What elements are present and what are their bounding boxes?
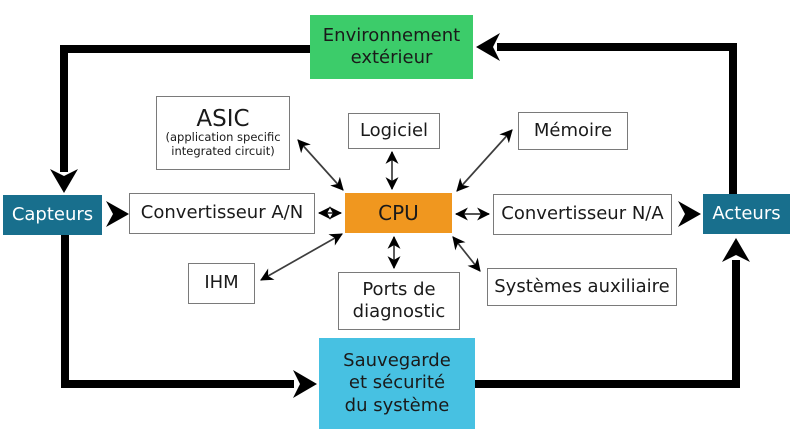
node-environnement-exterieur: Environnement extérieur [310, 15, 473, 79]
node-subtitle: (application specific integrated circuit… [165, 130, 281, 159]
node-label-line: Environnement [322, 24, 461, 46]
node-capteurs: Capteurs [3, 195, 102, 235]
node-acteurs: Acteurs [703, 194, 790, 234]
arrow-capteurs-to-sauvegarde [61, 235, 317, 398]
node-label-line: Sauvegarde [343, 349, 451, 371]
node-label: Mémoire [533, 119, 613, 141]
node-label-line: Ports de [362, 278, 436, 300]
node-label: Logiciel [359, 119, 429, 141]
node-label: Convertisseur A/N [140, 202, 304, 224]
node-logiciel: Logiciel [348, 113, 440, 149]
node-label-line: diagnostic [352, 301, 446, 322]
node-convertisseur-an: Convertisseur A/N [129, 193, 315, 234]
chevron-capteurs-to-convertisseur-an [106, 201, 129, 227]
node-label: Capteurs [11, 203, 94, 225]
node-ports-diagnostic: Ports de diagnostic [338, 272, 460, 330]
node-label: CPU [378, 200, 419, 225]
arrow-cpu-memoire [456, 129, 513, 192]
node-ihm: IHM [188, 263, 255, 304]
node-systemes-auxiliaire: Systèmes auxiliaire [487, 268, 677, 306]
node-label: Acteurs [712, 202, 781, 224]
node-label-line: du système [344, 394, 450, 416]
arrow-cpu-asic [297, 139, 344, 191]
node-memoire: Mémoire [518, 112, 628, 150]
node-cpu: CPU [345, 193, 452, 233]
node-title: ASIC [196, 106, 250, 133]
arrow-cpu-ihm [260, 233, 343, 281]
node-label-line: extérieur [350, 47, 433, 68]
arrow-sauvegarde-to-acteurs [475, 238, 750, 388]
arrow-cpu-systemes-auxiliaire [452, 236, 481, 272]
node-label: IHM [204, 272, 239, 294]
node-sauvegarde-securite: Sauvegarde et sécurité du système [319, 338, 475, 429]
node-label: Systèmes auxiliaire [494, 275, 670, 297]
node-convertisseur-na: Convertisseur N/A [493, 194, 672, 235]
chevron-convertisseur-na-to-acteurs [678, 201, 701, 227]
node-asic: ASIC (application specific integrated ci… [156, 96, 290, 170]
node-label-line: et sécurité [348, 372, 446, 394]
node-label: Convertisseur N/A [501, 203, 664, 225]
